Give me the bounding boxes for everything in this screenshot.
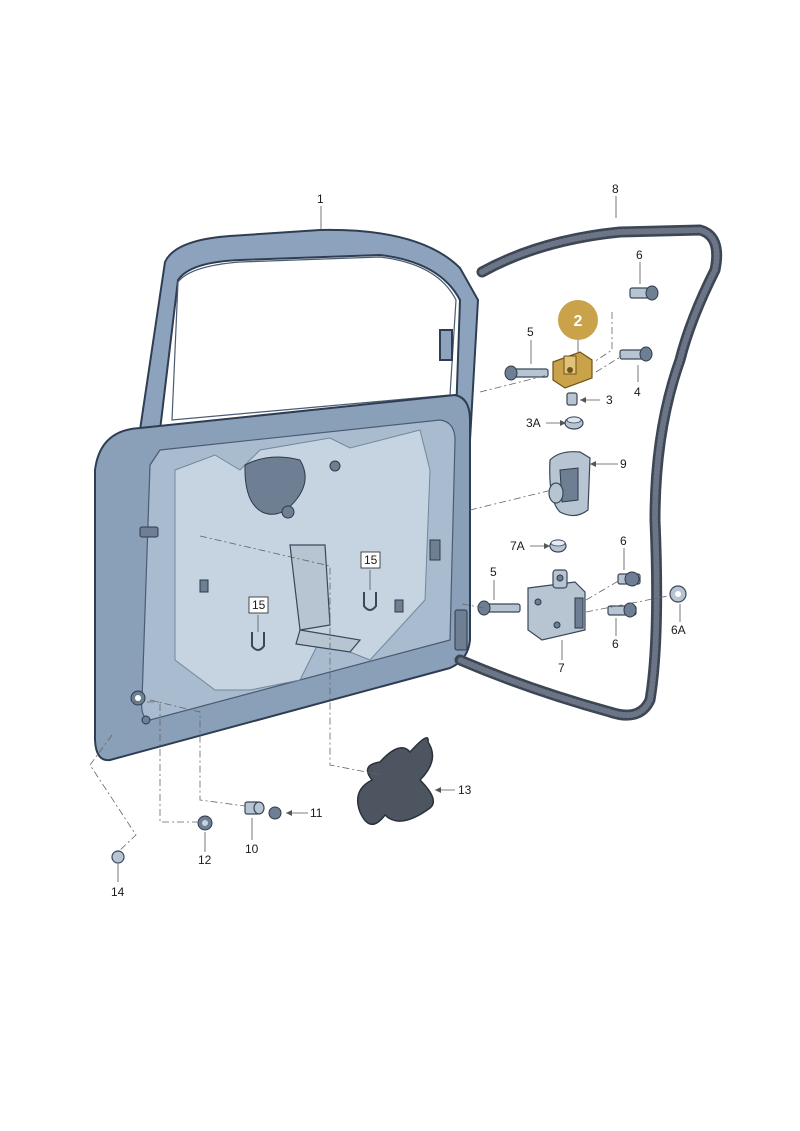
label-6-upper: 6 [636,248,643,262]
foam-pad [357,737,435,825]
label-6a: 6A [671,623,686,637]
clip-15-right [363,592,377,611]
highlight-badge [558,300,598,340]
part-labels: 1 8 6 2 5 4 3 3A 9 7A 5 6 6 6A 7 13 11 1… [111,182,686,899]
label-14: 14 [111,885,125,899]
label-7a: 7A [510,539,525,553]
plug-14 [111,850,125,864]
clip-11 [268,806,282,820]
label-12: 12 [198,853,212,867]
label-box-15-right [360,551,381,569]
label-15-right: 15 [364,553,378,567]
label-7: 7 [558,661,565,675]
upper-hinge [552,351,593,389]
dashed-lines [89,312,669,853]
bolt-4 [619,346,653,362]
lower-hinge [527,569,586,641]
label-4: 4 [634,385,641,399]
label-1: 1 [317,192,324,206]
door-check [548,451,591,517]
leader-arrowheads [286,397,596,816]
label-13: 13 [458,783,472,797]
label-5-upper: 5 [527,325,534,339]
label-8: 8 [612,182,619,196]
clip-15-left [251,632,265,651]
label-9: 9 [620,457,627,471]
label-11: 11 [310,806,323,820]
bolt-6-mid [617,571,641,587]
door-shell [94,228,480,762]
bolt-6-upper [629,285,659,301]
label-10: 10 [245,842,259,856]
label-box-15-left [248,596,269,614]
label-6-lower: 6 [612,637,619,651]
bolt-5-upper [504,365,549,381]
door-seal [454,224,723,721]
label-2: 2 [574,313,583,330]
plug-3a [564,416,584,430]
label-5-lower: 5 [490,565,497,579]
bolt-5-lower [477,600,521,616]
bolt-6-lower [607,602,637,618]
label-15-left: 15 [252,598,266,612]
cap-3 [566,392,578,406]
label-3a: 3A [526,416,541,430]
label-3: 3 [606,393,613,407]
nut-6a [669,585,687,603]
cap-7a [549,539,567,553]
grommet-12 [197,815,213,831]
label-6-mid: 6 [620,534,627,548]
pin-10 [244,801,265,815]
